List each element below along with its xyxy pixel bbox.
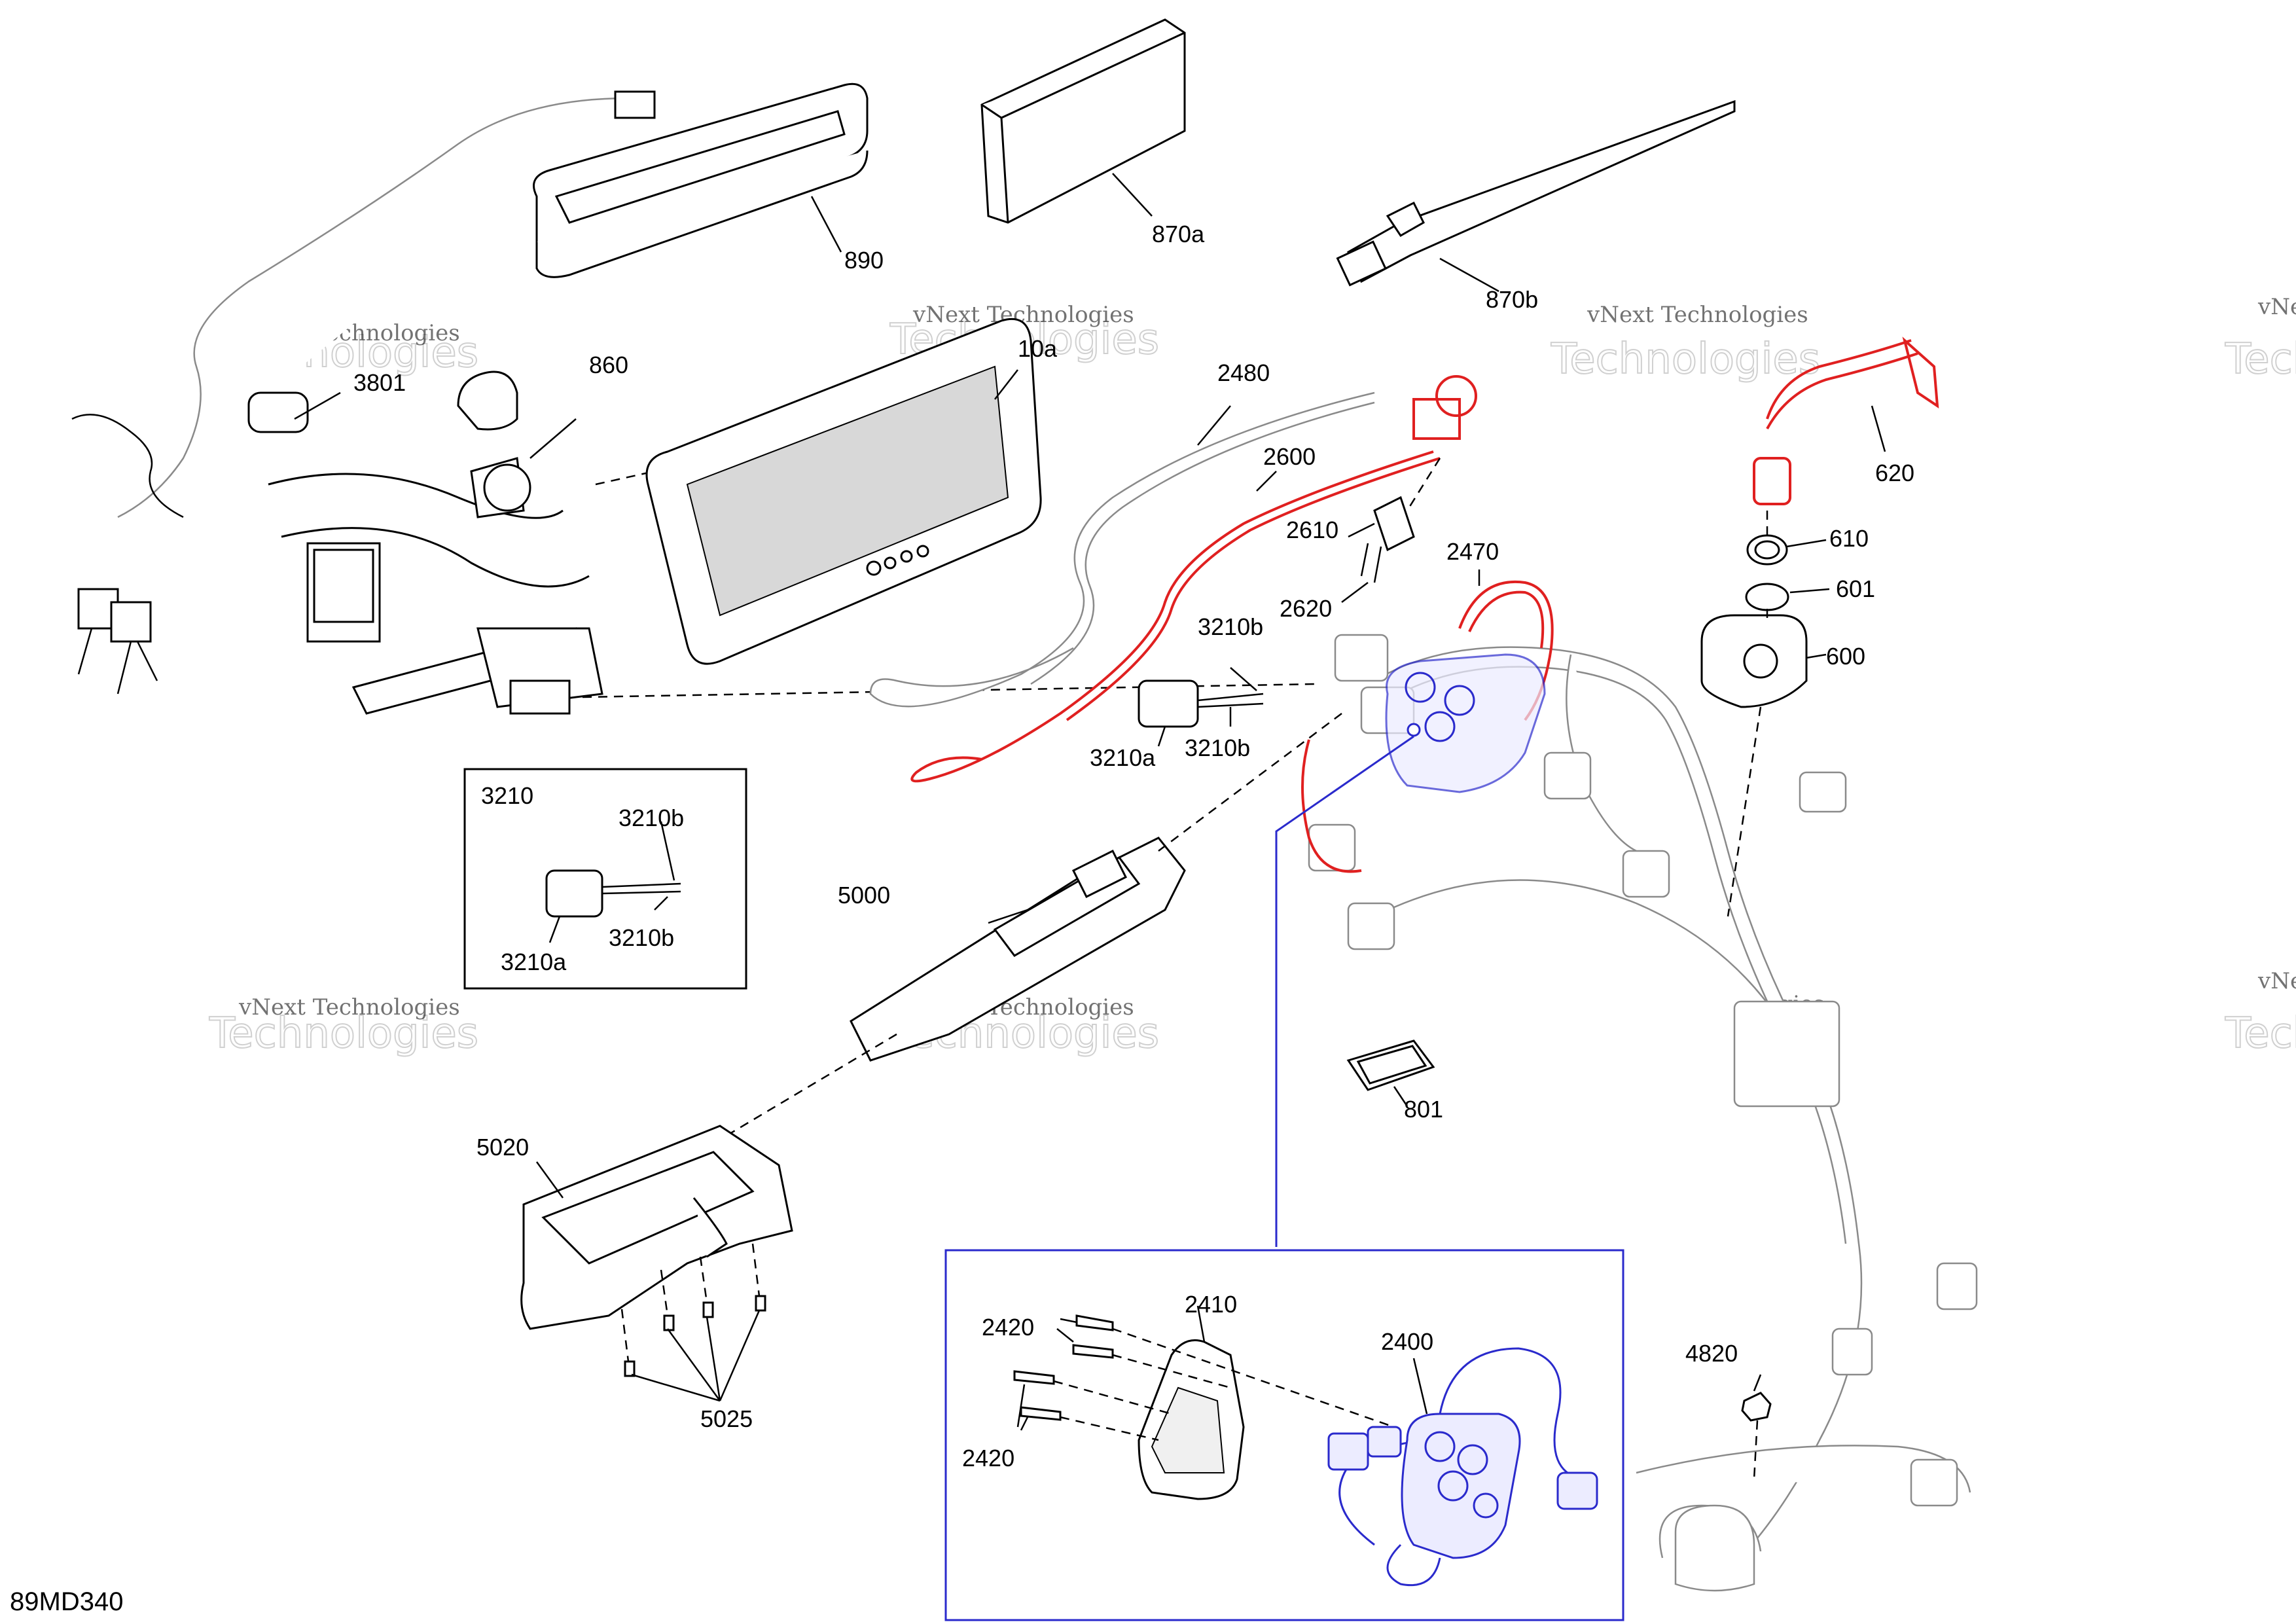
part-2400-switch-on-harness xyxy=(1275,653,1546,1247)
part-890-battery-tray xyxy=(533,82,869,278)
callout-3210b-top: 3210b xyxy=(1198,613,1263,640)
callout-2600: 2600 xyxy=(1263,443,1316,470)
callout-4820: 4820 xyxy=(1685,1340,1738,1367)
dashed-line xyxy=(1158,713,1342,852)
part-left-harness xyxy=(71,90,656,715)
part-2610-clip xyxy=(1341,458,1441,603)
callout-5025: 5025 xyxy=(700,1405,753,1432)
part-5020-mount xyxy=(520,1125,793,1330)
callout-10a: 10a xyxy=(1018,335,1058,362)
callout-3801: 3801 xyxy=(353,369,406,396)
part-5000-bracket xyxy=(850,837,1186,1062)
watermark-text: vNext Technologies xyxy=(238,994,460,1020)
watermark-big: Technologies xyxy=(2225,1009,2296,1058)
dashed-line xyxy=(595,470,655,486)
callout-2470: 2470 xyxy=(1446,538,1499,565)
part-4820-nut xyxy=(1741,1374,1772,1480)
callout-3210b-mid: 3210b xyxy=(1185,734,1250,761)
part-601-oring xyxy=(1745,583,1830,611)
inset-callout-3210a: 3210a xyxy=(501,948,567,975)
callout-2480: 2480 xyxy=(1217,359,1270,386)
part-2480-conduit xyxy=(869,391,1375,708)
callout-860: 860 xyxy=(589,352,628,378)
part-5025-screws xyxy=(620,1243,766,1402)
callout-610: 610 xyxy=(1829,525,1869,552)
watermark-text: vNext Technologies xyxy=(2257,294,2296,320)
part-620-tether-cord xyxy=(1753,336,1939,505)
inset-callout-3210b-bottom: 3210b xyxy=(609,924,674,951)
callout-601: 601 xyxy=(1836,575,1875,602)
part-801-gasket xyxy=(1346,1039,1435,1107)
inset-3210 xyxy=(463,768,747,990)
watermark-text: vNext Technologies xyxy=(1587,302,1808,328)
callout-5020: 5020 xyxy=(476,1134,529,1161)
callout-2420-bottom: 2420 xyxy=(962,1445,1014,1471)
part-610-ring xyxy=(1746,534,1827,566)
part-870b-cable-tie xyxy=(1336,99,1736,293)
part-870a-pad xyxy=(980,18,1186,224)
callout-801: 801 xyxy=(1404,1096,1443,1123)
part-600-switch-base xyxy=(1700,511,1827,917)
callout-2610: 2610 xyxy=(1286,516,1338,543)
part-2600-red-harness xyxy=(910,375,1477,783)
callout-2620: 2620 xyxy=(1280,595,1332,622)
part-3210-connector xyxy=(1138,667,1264,747)
inset-switch-detail xyxy=(944,1249,1624,1621)
callout-2420-top: 2420 xyxy=(982,1314,1034,1341)
callout-870b: 870b xyxy=(1486,286,1538,313)
diagram-code: 89MD340 xyxy=(10,1587,123,1616)
callout-5000: 5000 xyxy=(838,882,890,909)
callout-600: 600 xyxy=(1826,643,1865,670)
part-10a-display xyxy=(645,317,1042,665)
watermark-big: Technologies xyxy=(1551,335,1820,384)
inset-3210-title: 3210 xyxy=(481,782,533,809)
callout-2410: 2410 xyxy=(1185,1291,1237,1318)
watermark-text: vNext Technologies xyxy=(2257,968,2296,994)
callout-890: 890 xyxy=(844,247,884,274)
watermark-big: Technologies xyxy=(2225,335,2296,384)
callout-870a: 870a xyxy=(1152,221,1205,247)
inset-callout-3210b-top: 3210b xyxy=(619,804,684,831)
dashed-line xyxy=(588,1033,897,1219)
callout-2400: 2400 xyxy=(1381,1328,1433,1355)
part-main-harness xyxy=(1308,634,1978,1592)
watermark-big: Technologies xyxy=(209,1009,478,1058)
callout-3210a: 3210a xyxy=(1090,744,1156,771)
callout-620: 620 xyxy=(1875,460,1914,486)
